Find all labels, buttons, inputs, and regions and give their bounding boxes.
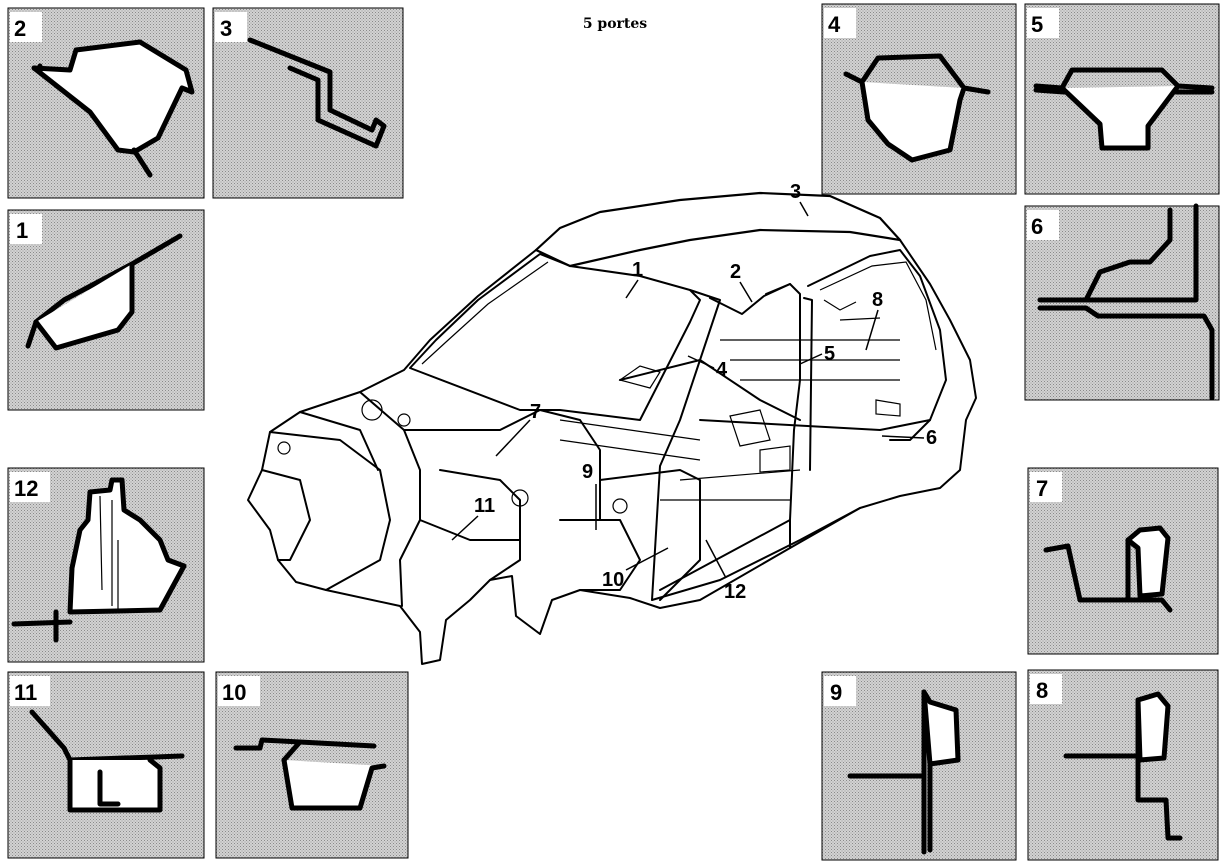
svg-text:2: 2 bbox=[730, 261, 741, 283]
panel-1-label: 1 bbox=[16, 218, 28, 243]
svg-text:11: 11 bbox=[474, 495, 495, 517]
svg-text:9: 9 bbox=[582, 461, 593, 483]
section-panel-12: 12 bbox=[7, 467, 205, 663]
svg-text:12: 12 bbox=[724, 581, 746, 603]
panel-9-label: 9 bbox=[830, 680, 842, 705]
callout-10: 10 bbox=[602, 547, 669, 591]
callout-1: 1 bbox=[625, 259, 643, 299]
svg-text:7: 7 bbox=[530, 401, 541, 423]
panel-12-label: 12 bbox=[14, 476, 38, 501]
callout-5: 5 bbox=[799, 343, 835, 365]
callout-2: 2 bbox=[730, 261, 753, 303]
section-panel-8: 8 bbox=[1027, 669, 1219, 861]
panel-5-label: 5 bbox=[1031, 12, 1043, 37]
section-panel-11: 11 bbox=[7, 671, 205, 859]
panel-10-label: 10 bbox=[222, 680, 246, 705]
panel-3-label: 3 bbox=[220, 16, 232, 41]
svg-text:4: 4 bbox=[716, 359, 728, 381]
section-panel-1: 1 bbox=[7, 209, 205, 411]
callout-12: 12 bbox=[705, 539, 746, 603]
car-body-shell bbox=[247, 191, 977, 665]
callout-6: 6 bbox=[881, 427, 937, 449]
panel-7-label: 7 bbox=[1036, 476, 1048, 501]
svg-text:5: 5 bbox=[824, 343, 835, 365]
callout-8: 8 bbox=[865, 289, 883, 351]
svg-text:3: 3 bbox=[790, 181, 801, 203]
panel-4-label: 4 bbox=[828, 12, 841, 37]
callout-4: 4 bbox=[687, 355, 728, 381]
panel-6-label: 6 bbox=[1031, 214, 1043, 239]
callout-7: 7 bbox=[495, 401, 541, 457]
diagram-title: 5 portes bbox=[582, 16, 648, 32]
svg-text:1: 1 bbox=[632, 259, 643, 281]
section-panel-7: 7 bbox=[1027, 467, 1219, 655]
svg-text:6: 6 bbox=[926, 427, 937, 449]
section-panel-10: 10 bbox=[215, 671, 409, 859]
section-panel-3: 3 bbox=[212, 7, 404, 199]
section-panel-5: 5 bbox=[1024, 3, 1220, 195]
callout-11: 11 bbox=[451, 495, 495, 541]
section-panel-9: 9 bbox=[821, 671, 1017, 861]
panel-11-label: 11 bbox=[14, 680, 37, 705]
section-panel-4: 4 bbox=[821, 3, 1017, 195]
section-panel-6: 6 bbox=[1024, 203, 1220, 401]
svg-text:10: 10 bbox=[602, 569, 624, 591]
section-panel-2: 2 bbox=[7, 7, 205, 199]
callout-3: 3 bbox=[790, 181, 809, 217]
callout-9: 9 bbox=[582, 461, 597, 530]
panel-8-label: 8 bbox=[1036, 678, 1048, 703]
panel-2-label: 2 bbox=[14, 16, 26, 41]
svg-text:8: 8 bbox=[872, 289, 883, 311]
